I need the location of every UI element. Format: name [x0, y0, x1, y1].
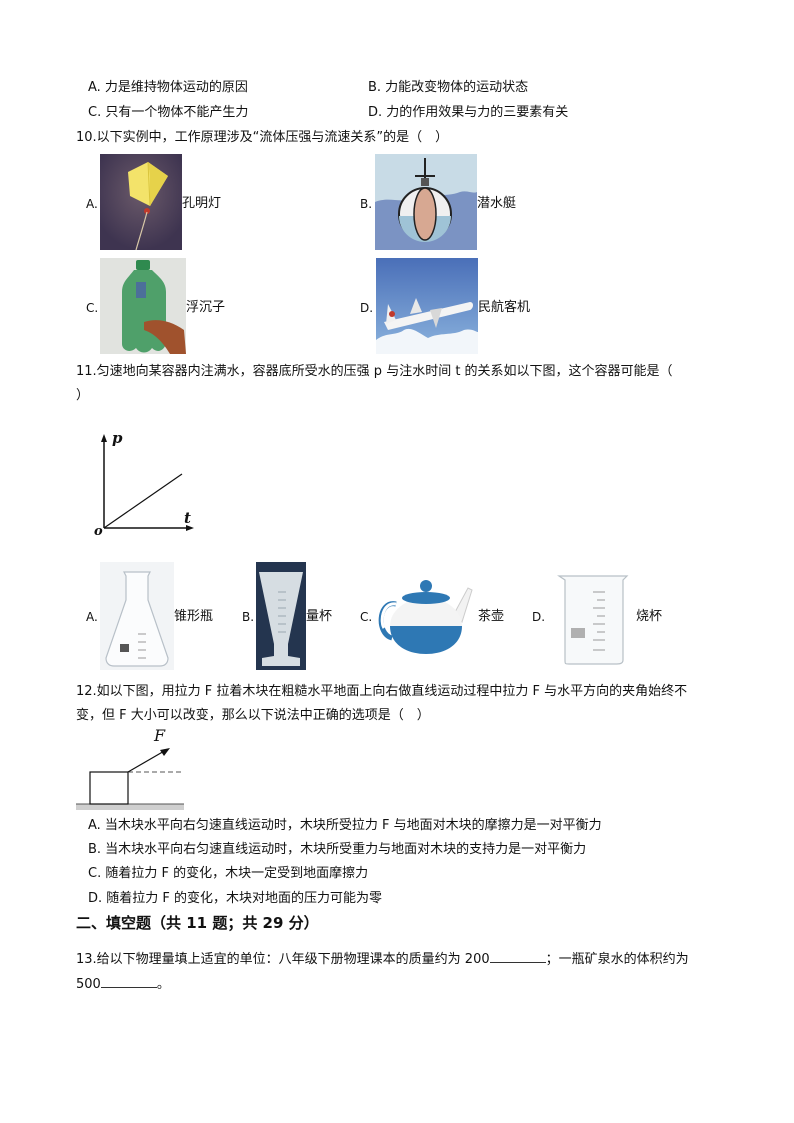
y-axis-label: p	[112, 430, 123, 447]
q13-text-1: 13.给以下物理量填上适宜的单位：八年级下册物理课本的质量约为 200	[76, 952, 490, 967]
q9-option-a: A. 力是维持物体运动的原因	[88, 80, 248, 95]
airliner-image	[376, 258, 478, 354]
q13-blank-2[interactable]	[100, 975, 157, 988]
q11-a-caption: 锥形瓶	[174, 609, 214, 624]
q10-d-letter: D.	[360, 301, 374, 315]
q10-b-letter: B.	[360, 197, 373, 211]
measuring-cup-image	[256, 562, 306, 670]
q11-b-caption: 量杯	[306, 609, 333, 624]
q11-c-letter: C.	[360, 610, 373, 624]
q13-blank-1[interactable]	[489, 950, 546, 963]
q10-a-letter: A.	[86, 197, 98, 211]
force-label: F	[154, 728, 166, 745]
q13-text-2: ；一瓶矿泉水的体积约为	[545, 952, 689, 967]
q9-option-b: B. 力能改变物体的运动状态	[368, 80, 529, 95]
sky-lantern-image	[100, 154, 182, 250]
q10-c-letter: C.	[86, 301, 99, 315]
q12-option-c: C. 随着拉力 F 的变化，木块一定受到地面摩擦力	[88, 866, 369, 881]
q12-stem-line2: 变，但 F 大小可以改变，那么以下说法中正确的选项是（ ）	[76, 708, 430, 723]
q13-text-3: 500	[76, 977, 101, 992]
beaker-image	[555, 570, 631, 666]
q9-option-d: D. 力的作用效果与力的三要素有关	[368, 105, 569, 120]
q10-stem: 10.以下实例中，工作原理涉及“流体压强与流速关系”的是（ ）	[76, 130, 449, 145]
q12-stem-line1: 12.如以下图，用拉力 F 拉着木块在粗糙水平地面上向右做直线运动过程中拉力 F…	[76, 684, 688, 699]
q10-c-caption: 浮沉子	[186, 300, 226, 315]
origin-label: o	[94, 524, 103, 539]
pressure-time-graph: p t o	[90, 430, 200, 542]
q11-stem-line2: ）	[76, 388, 90, 403]
q10-b-caption: 潜水艇	[477, 196, 517, 211]
block-force-diagram: F	[74, 728, 186, 814]
conical-flask-image	[100, 562, 174, 670]
q11-d-letter: D.	[532, 610, 546, 624]
section-heading: 二、填空题（共 11 题；共 29 分）	[76, 914, 319, 932]
submarine-image	[375, 154, 477, 250]
q10-d-caption: 民航客机	[478, 300, 531, 315]
q12-option-d: D. 随着拉力 F 的变化，木块对地面的压力可能为零	[88, 891, 383, 906]
q11-c-caption: 茶壶	[478, 609, 505, 624]
q11-a-letter: A.	[86, 610, 98, 624]
q13-line2: 500 。	[76, 975, 170, 993]
q9-option-c: C. 只有一个物体不能产生力	[88, 105, 249, 120]
q12-option-a: A. 当木块水平向右匀速直线运动时，木块所受拉力 F 与地面对木块的摩擦力是一对…	[88, 818, 602, 833]
q10-a-caption: 孔明灯	[182, 196, 222, 211]
q11-b-letter: B.	[242, 610, 255, 624]
x-axis-label: t	[184, 509, 191, 527]
q11-stem-line1: 11.匀速地向某容器内注满水，容器底所受水的压强 p 与注水时间 t 的关系如以…	[76, 364, 673, 379]
q11-d-caption: 烧杯	[636, 609, 663, 624]
teapot-image	[374, 574, 478, 658]
q13-text-4: 。	[156, 977, 170, 992]
q13-line1: 13.给以下物理量填上适宜的单位：八年级下册物理课本的质量约为 200 ；一瓶矿泉…	[76, 950, 689, 968]
q12-option-b: B. 当木块水平向右匀速直线运动时，木块所受重力与地面对木块的支持力是一对平衡力	[88, 842, 587, 857]
cartesian-diver-image	[100, 258, 186, 354]
